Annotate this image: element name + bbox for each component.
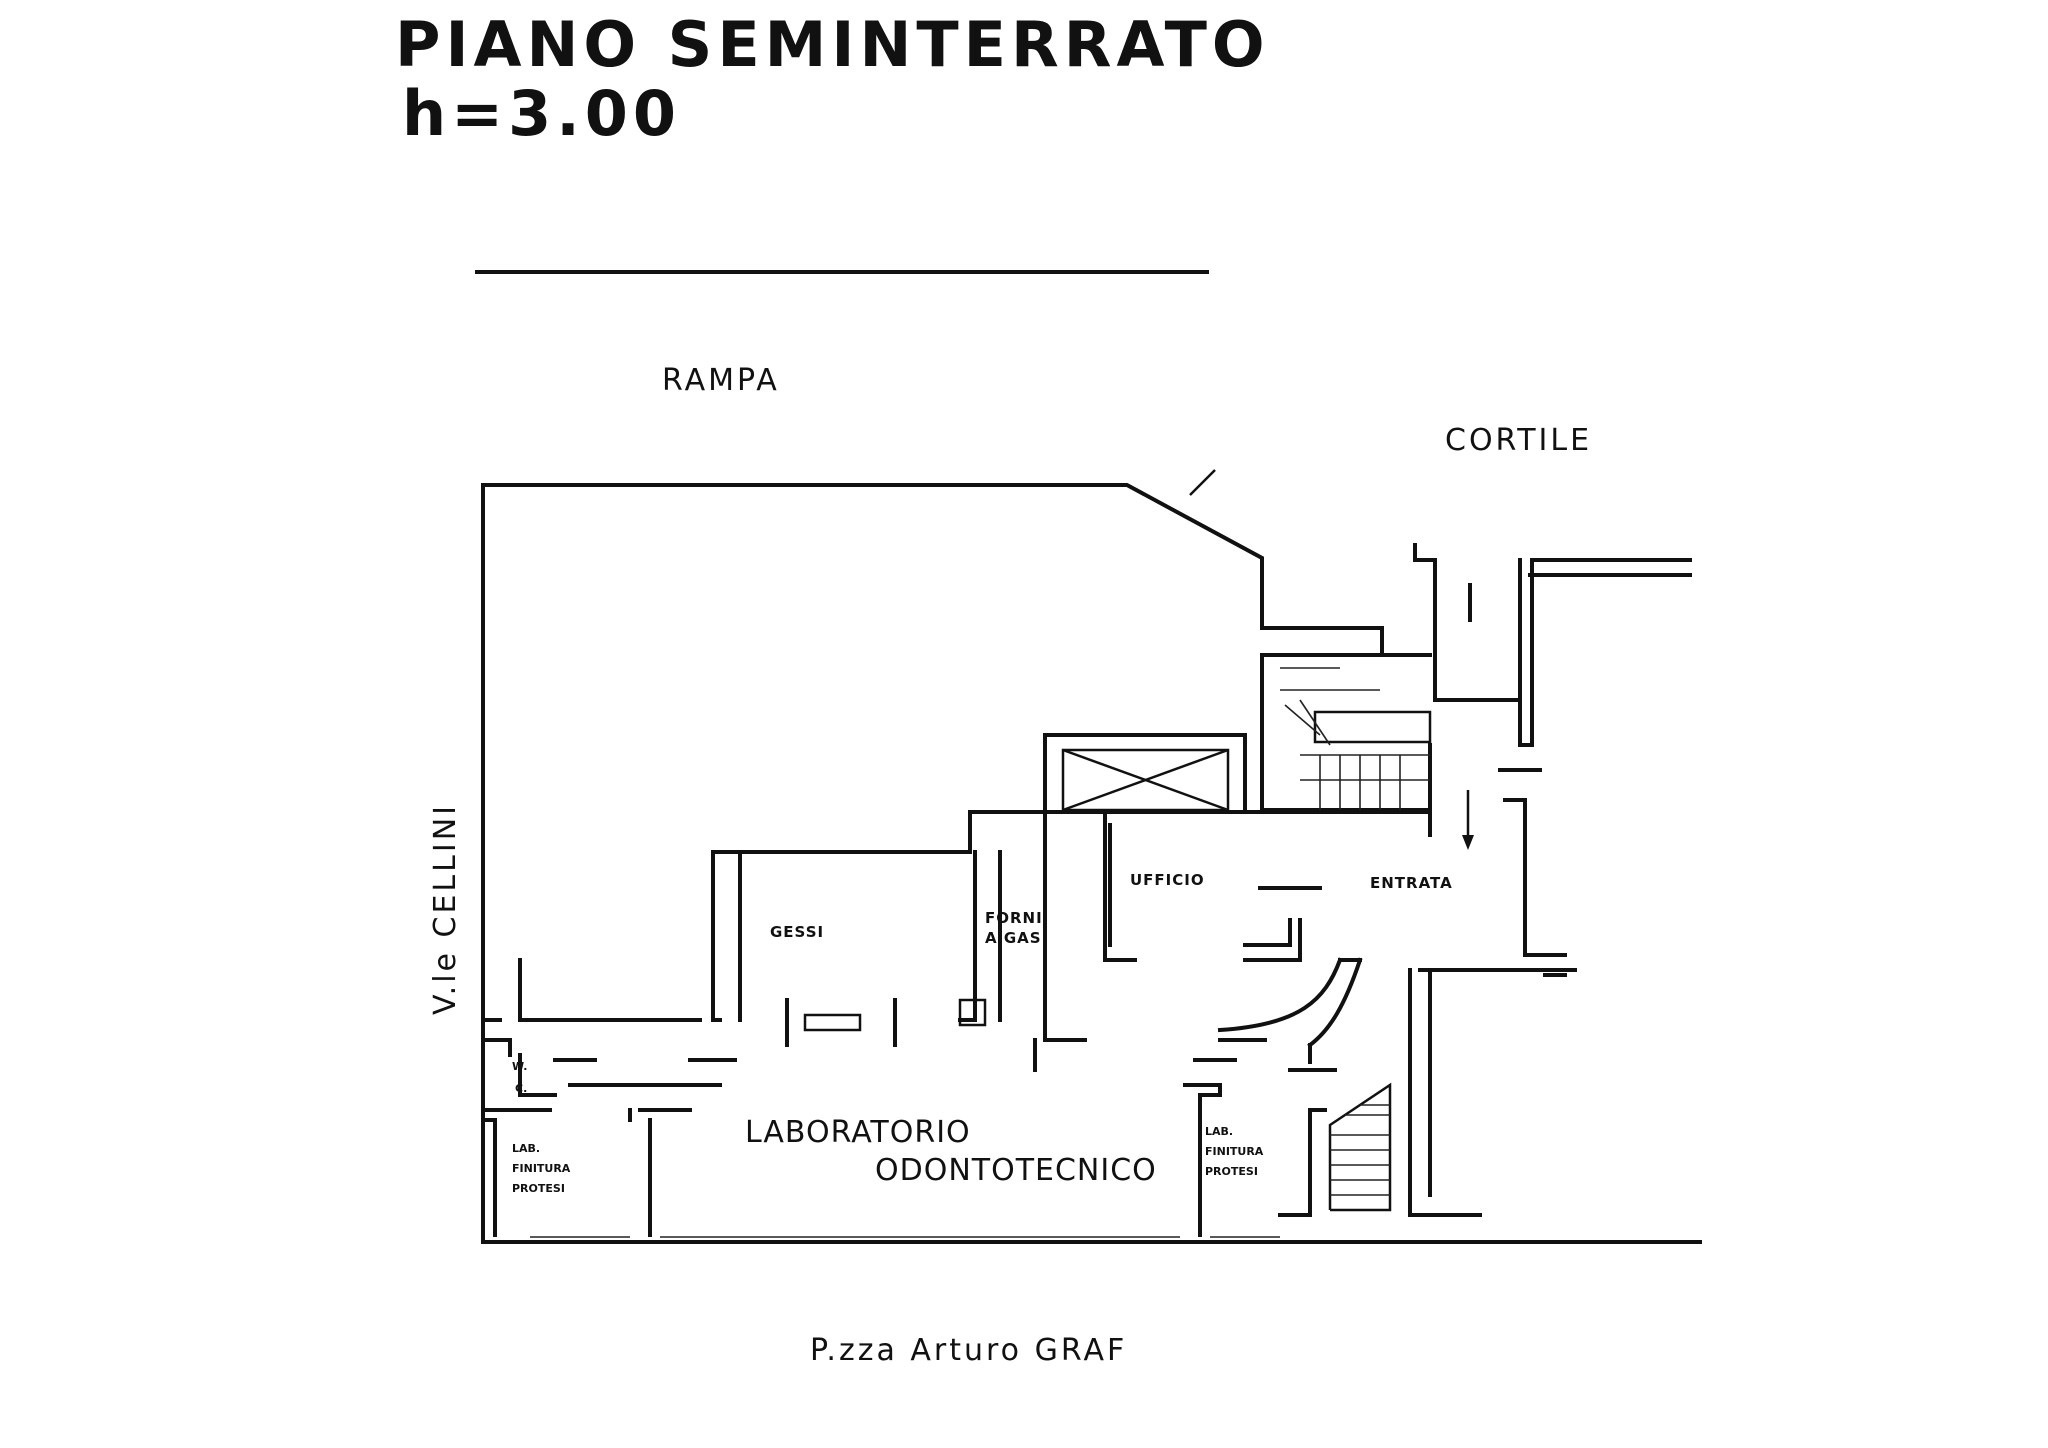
room-lab-right-line1: LAB. [1205, 1125, 1233, 1138]
entrance-stair [1328, 1082, 1392, 1212]
room-ufficio: UFFICIO [1130, 871, 1205, 889]
label-viale-cellini: V.le CELLINI [428, 803, 463, 1015]
room-wc-line2: C. [515, 1082, 527, 1095]
room-lab-left-line1: LAB. [512, 1142, 540, 1155]
room-laboratorio-line2: ODONTOTECNICO [875, 1153, 1157, 1188]
plan-title: PIANO SEMINTERRATO [395, 8, 1270, 81]
room-lab-left-line3: PROTESI [512, 1182, 565, 1195]
room-laboratorio-line1: LABORATORIO [745, 1115, 971, 1150]
workbench [803, 1013, 862, 1032]
room-entrata: ENTRATA [1370, 874, 1453, 892]
stair-treads [1280, 667, 1430, 810]
label-piazza-graf: P.zza Arturo GRAF [810, 1333, 1127, 1368]
interior-walls [481, 810, 1432, 1237]
door-swing-mark [1189, 469, 1216, 496]
elevator-shaft [1043, 733, 1247, 814]
stair-block [1260, 653, 1432, 812]
room-lab-right-line3: PROTESI [1205, 1165, 1258, 1178]
label-rampa: RAMPA [662, 363, 780, 398]
outer-walls [481, 469, 1702, 1244]
room-lab-left-line2: FINITURA [512, 1162, 571, 1175]
curved-wall [1217, 957, 1343, 1033]
entrance-arrow [1462, 790, 1474, 850]
furnace-unit [958, 998, 987, 1027]
room-wc-line1: W. [512, 1060, 527, 1073]
room-forni-line2: A GAS [985, 929, 1042, 947]
room-gessi: GESSI [770, 923, 824, 941]
label-cortile: CORTILE [1445, 423, 1592, 458]
room-lab-right-line2: FINITURA [1205, 1145, 1264, 1158]
room-forni-line1: FORNI [985, 909, 1043, 927]
door-openings [553, 583, 1577, 1112]
plan-height: h=3.00 [402, 77, 681, 150]
